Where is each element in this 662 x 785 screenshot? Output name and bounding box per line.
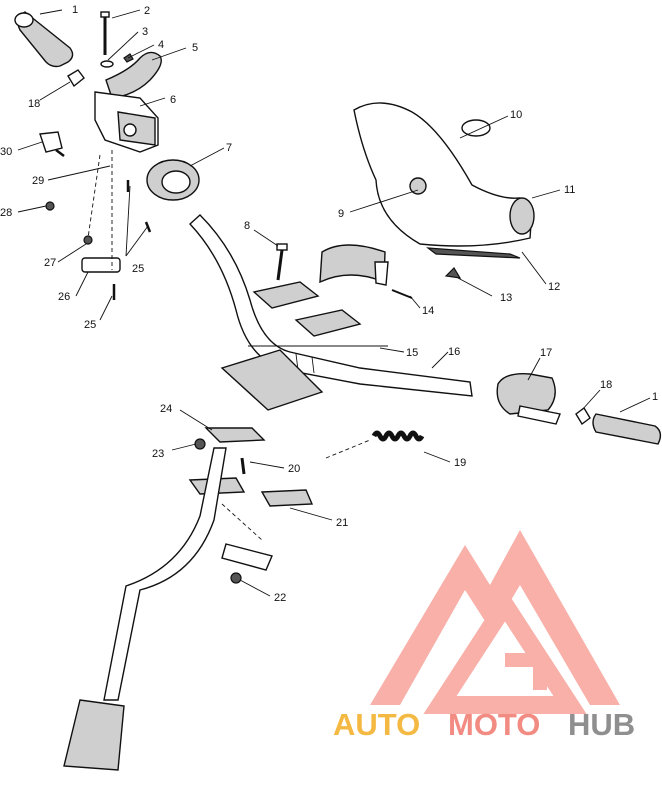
- watermark-hub: HUB: [568, 707, 635, 742]
- sleeve-22: [221, 543, 273, 571]
- label-24: 24: [160, 403, 172, 415]
- ring-7: [146, 159, 200, 201]
- label-11: 11: [564, 184, 575, 196]
- watermark-moto: MOTO: [448, 707, 540, 742]
- bracket-14: [319, 244, 389, 286]
- clamp-lower: [220, 349, 324, 411]
- bolt-20: [240, 457, 246, 475]
- nut-23: [194, 438, 206, 450]
- label-9: 9: [338, 208, 344, 220]
- switch-30: [39, 131, 63, 153]
- handlebar: [188, 214, 473, 397]
- label-28: 28: [0, 207, 12, 219]
- label-8: 8: [244, 220, 250, 232]
- label-15: 15: [406, 347, 418, 359]
- steering-post: [103, 447, 227, 701]
- strap-12: [426, 247, 521, 259]
- label-3: 3: [142, 26, 148, 38]
- nut-28: [45, 201, 55, 211]
- plate-26: [81, 257, 121, 273]
- label-25-upper: 25: [132, 263, 144, 275]
- nut-27: [83, 235, 93, 245]
- screw-8: [276, 249, 284, 281]
- label-18-left: 18: [28, 98, 40, 110]
- label-26: 26: [58, 291, 70, 303]
- throttle-lever: [105, 51, 162, 99]
- spring-19: [325, 430, 425, 459]
- label-25-lower: 25: [84, 319, 96, 331]
- label-13: 13: [500, 292, 512, 304]
- label-10: 10: [510, 109, 522, 121]
- label-14: 14: [422, 305, 434, 317]
- leader-lines: [17, 9, 651, 597]
- label-21: 21: [336, 517, 348, 529]
- label-4: 4: [158, 39, 164, 51]
- plate-24: [204, 427, 266, 443]
- end-cap-right: [575, 406, 591, 426]
- label-2: 2: [144, 5, 150, 17]
- label-12: 12: [548, 281, 560, 293]
- post-bracket: [63, 699, 125, 771]
- label-20: 20: [288, 463, 300, 475]
- watermark-auto: AUTO: [333, 707, 420, 742]
- label-6: 6: [170, 94, 176, 106]
- control-housing-right: [496, 373, 561, 425]
- label-30: 30: [0, 146, 12, 158]
- watermark-text: AUTO MOTO HUB: [333, 707, 635, 742]
- handlebar-pad: [353, 102, 535, 247]
- screw-9: [409, 177, 427, 195]
- label-17: 17: [540, 347, 552, 359]
- label-27: 27: [44, 257, 56, 269]
- bracket-21: [260, 489, 314, 507]
- part-labels: 1 2 3 4 5 6 7 8 9 10 11 12 13 14 15 16 1…: [0, 4, 658, 604]
- grip-left: [14, 11, 74, 68]
- decal-10: [461, 119, 491, 137]
- label-1: 1: [72, 4, 78, 16]
- bolt-2: [100, 11, 110, 55]
- label-29: 29: [32, 175, 44, 187]
- label-22: 22: [274, 592, 286, 604]
- label-23: 23: [152, 448, 164, 460]
- label-18-right: 18: [600, 379, 612, 391]
- label-5: 5: [192, 42, 198, 54]
- watermark-logo-icon: [370, 530, 620, 714]
- throttle-housing: [94, 91, 159, 153]
- label-16: 16: [448, 346, 460, 358]
- washer-3: [100, 60, 114, 68]
- label-1-right: 1: [652, 391, 658, 403]
- label-19: 19: [454, 457, 466, 469]
- grip-right: [592, 413, 662, 445]
- label-7: 7: [226, 142, 232, 154]
- clamp-upper: [252, 281, 362, 337]
- nut-13: [444, 267, 462, 279]
- end-cap-left: [67, 69, 85, 88]
